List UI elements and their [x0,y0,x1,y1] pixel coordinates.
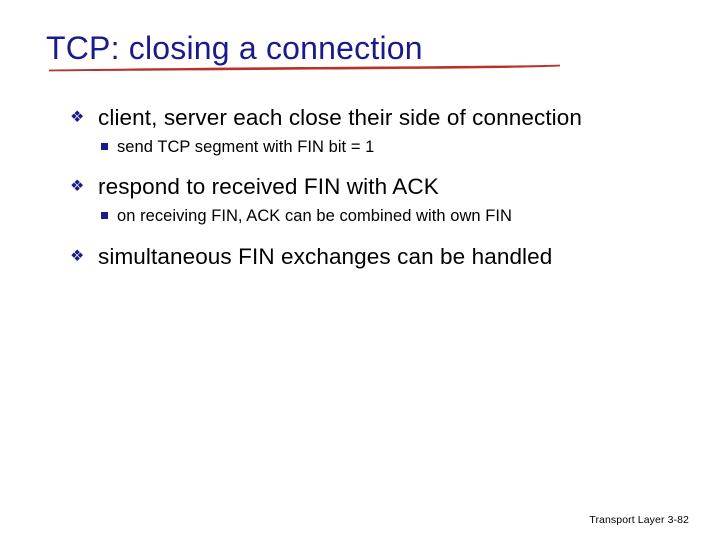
bullet-item-3: ❖ simultaneous FIN exchanges can be hand… [0,242,720,273]
slide-body: ❖ client, server each close their side o… [0,103,720,275]
spacer-1 [0,165,720,172]
sub-bullet-item-2: on receiving FIN, ACK can be combined wi… [0,205,720,229]
square-bullet-icon [101,205,117,228]
bullet-item-2-label: respond to received FIN with ACK [98,174,439,199]
diamond-bullet-icon: ❖ [70,109,85,126]
title-underline-icon [49,64,560,72]
spacer-2 [0,234,720,242]
bullet-item-2: ❖ respond to received FIN with ACK [0,172,720,203]
diamond-bullet-icon: ❖ [70,178,85,195]
bullet-item-1-label: client, server each close their side of … [98,105,583,130]
sub-bullet-item-2-label: on receiving FIN, ACK can be combined wi… [117,207,513,225]
sub-bullet-item-1-label: send TCP segment with FIN bit = 1 [117,138,375,156]
sub-bullet-item-1: send TCP segment with FIN bit = 1 [0,136,720,160]
title-underline-rule [48,63,560,72]
slide-title: TCP: closing a connection [46,30,423,66]
bullet-item-3-label: simultaneous FIN exchanges can be handle… [98,244,553,269]
slide-footer: Transport Layer 3-82 [589,514,689,526]
diamond-bullet-icon: ❖ [70,248,85,265]
bullet-item-1: ❖ client, server each close their side o… [0,103,720,134]
square-bullet-icon [101,136,117,159]
